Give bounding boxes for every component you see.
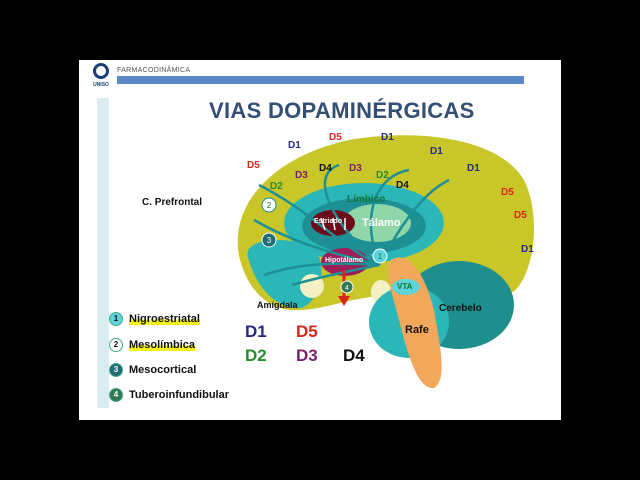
svg-text:3: 3: [267, 236, 272, 245]
logo-text: UNISO: [93, 82, 109, 88]
header-label: FARMACODINÂMICA: [117, 67, 191, 74]
legend-label: Mesocortical: [129, 363, 197, 376]
receptor-label: D1: [521, 244, 534, 255]
receptor-label: D1: [467, 163, 480, 174]
legend-item-mesocortical: 3 Mesocortical: [109, 363, 196, 377]
receptor-label: D4: [319, 163, 332, 174]
pathway-badge-2: [261, 197, 277, 213]
svg-text:4: 4: [345, 285, 349, 292]
vta-shape: [392, 279, 420, 295]
label-estriado: Estriado: [314, 218, 343, 225]
receptor-label: D1: [381, 132, 394, 143]
label-amigdala: Amígdala: [257, 300, 298, 310]
receptor-label: D2: [270, 181, 283, 192]
label-limbico: Límbico: [347, 194, 386, 205]
legend-badge: 1: [109, 312, 123, 326]
label-cerebelo: Cerebelo: [439, 303, 482, 314]
legend-item-tuberoinfundibular: 4 Tuberoinfundibular: [109, 388, 229, 402]
legend-item-nigroestriatal: 1 Nigroestriatal: [109, 312, 200, 326]
legend-badge: 4: [109, 388, 123, 402]
receptor-label: D5: [514, 210, 527, 221]
pathway-badge-4: [340, 280, 354, 294]
receptor-label: D3: [349, 163, 362, 174]
pathway-badge-3: [261, 232, 277, 248]
legend-badge: 2: [109, 338, 123, 352]
legend-item-mesolimbica: 2 Mesolímbica: [109, 338, 196, 352]
brain-diagram: 1 2 3 4: [237, 135, 535, 389]
label-talamo: Tálamo: [362, 217, 401, 229]
receptor-label: D4: [396, 180, 409, 191]
thalamus-shape: [343, 204, 411, 242]
header-bar: [117, 76, 524, 84]
receptor-label: D5: [501, 187, 514, 198]
receptor-label: D2: [376, 170, 389, 181]
svg-text:1: 1: [378, 252, 383, 261]
receptor-label: D1: [288, 140, 301, 151]
label-prefrontal: C. Prefrontal: [142, 197, 203, 208]
receptor-legend-d4: D4: [343, 346, 365, 365]
legend-label: Nigroestriatal: [129, 312, 200, 325]
slide: UNISO FARMACODINÂMICA VIAS DOPAMINÉRGICA…: [79, 60, 561, 420]
legend-label: Mesolímbica: [129, 338, 196, 351]
svg-text:2: 2: [267, 201, 272, 210]
label-rafe: Rafe: [405, 324, 429, 336]
receptor-label: D1: [430, 146, 443, 157]
receptor-label: D3: [295, 170, 308, 181]
receptor-legend-d3: D3: [296, 346, 318, 365]
receptor-legend-d5: D5: [296, 322, 318, 341]
label-vta: VTA: [397, 282, 413, 291]
page-title: VIAS DOPAMINÉRGICAS: [209, 98, 475, 123]
legend-label: Tuberoinfundibular: [129, 388, 230, 401]
left-stripe: [97, 98, 109, 408]
receptor-legend-d2: D2: [245, 346, 267, 365]
receptor-label: D5: [329, 132, 342, 143]
receptor-label: D5: [247, 160, 260, 171]
label-hipotalamo: Hipotálamo: [325, 257, 364, 264]
uniso-logo: UNISO: [93, 63, 109, 88]
receptor-legend-d1: D1: [245, 322, 267, 341]
legend-badge: 3: [109, 363, 123, 377]
pathway-badge-1: [372, 248, 388, 264]
